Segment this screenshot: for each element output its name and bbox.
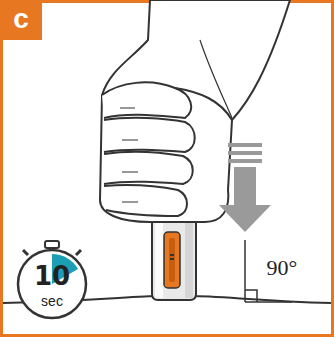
step-tag — [0, 0, 42, 40]
timer-icon — [18, 241, 86, 318]
timer-number: 10 — [34, 263, 70, 289]
hand — [100, 0, 290, 222]
step-letter: c — [13, 5, 29, 33]
timer-unit: sec — [41, 294, 63, 308]
angle-label: 90° — [267, 257, 298, 279]
push-arrow — [219, 143, 271, 232]
